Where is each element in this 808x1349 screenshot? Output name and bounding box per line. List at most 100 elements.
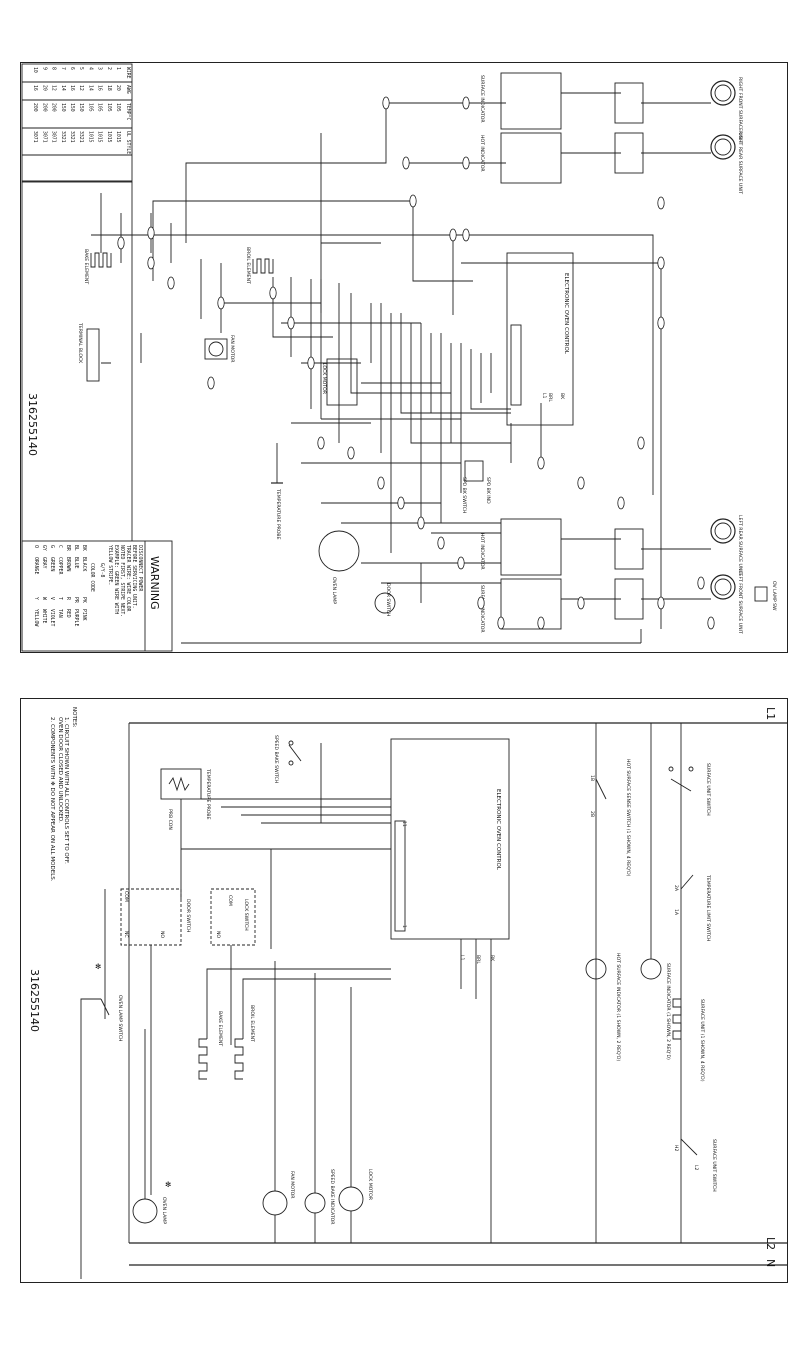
warning-line: TRACER WIRE: WIRE COLOR <box>125 545 131 612</box>
wire-table-cell: 3321 <box>60 131 66 143</box>
color-code-cell: GY <box>41 545 47 551</box>
wire-connector <box>347 446 355 460</box>
svg-text:SPD BK IND: SPD BK IND <box>485 477 491 504</box>
wire-connector <box>217 296 225 310</box>
color-code-cell: BLUE <box>73 557 79 569</box>
door-switch: DOOR SWITCH <box>374 583 396 616</box>
color-code-cell: VIOLET <box>49 609 55 626</box>
surface-switch-box-rr <box>500 132 562 184</box>
wire-connector <box>477 596 485 610</box>
svg-text:LEFT REAR SURFACE UNIT: LEFT REAR SURFACE UNIT <box>737 515 743 575</box>
svg-text:OV LAMP SW: OV LAMP SW <box>771 581 777 611</box>
svg-text:SURFACE UNIT (1 SHOWN, 4 REQ'D: SURFACE UNIT (1 SHOWN, 4 REQ'D) <box>699 999 705 1082</box>
wire-connector <box>207 376 215 390</box>
wire-table-cell: 150 <box>69 103 75 112</box>
left-rear-surface-unit: LEFT REAR SURFACE UNIT <box>710 515 743 575</box>
svg-text:1A: 1A <box>673 909 679 916</box>
part-number-bottom: 316255140 <box>28 969 41 1032</box>
schematic-sheet: L1 L2 N NOTES: 1. CIRCUIT SHOWN WITH ALL… <box>20 698 788 1283</box>
part-number: 316255140 <box>26 393 39 456</box>
svg-text:SURFACE UNIT SWITCH: SURFACE UNIT SWITCH <box>705 763 711 816</box>
wire-connector <box>147 226 155 240</box>
svg-text:LOCK MOTOR: LOCK MOTOR <box>367 1169 373 1201</box>
svg-text:SPEED BAKE SWITCH: SPEED BAKE SWITCH <box>273 735 279 783</box>
svg-text:BRL: BRL <box>547 393 553 402</box>
wire-connector <box>657 256 665 270</box>
warning-line: NOTED FIRST, STRIPE NEXT. <box>119 545 125 617</box>
notes-title: NOTES: <box>71 707 77 728</box>
l2-label: L2 <box>764 1237 777 1250</box>
wire-table-cell: 10 <box>32 67 38 73</box>
svg-text:ELECTRONIC OVEN CONTROL: ELECTRONIC OVEN CONTROL <box>563 273 569 355</box>
wire-connector <box>697 576 705 590</box>
wire-table-cell: 3071 <box>51 131 57 143</box>
svg-text:L1: L1 <box>541 393 547 399</box>
broil-element: BROIL ELEMENT <box>245 247 274 284</box>
svg-text:TERMINAL BLOCK: TERMINAL BLOCK <box>77 322 83 364</box>
color-code-cell: GREEN <box>49 557 55 572</box>
svg-text:HOT SURFACE SENSE SWITCH (1 SH: HOT SURFACE SENSE SWITCH (1 SHOWN, 4 REQ… <box>625 759 631 877</box>
svg-text:OVEN LAMP SWITCH: OVEN LAMP SWITCH <box>117 995 123 1042</box>
lock-switch-bottom: LOCK SWITCH COM NO <box>210 888 256 946</box>
svg-text:11: 11 <box>401 821 407 827</box>
wire-connector <box>462 96 470 110</box>
wire-table-cell: 14 <box>87 85 93 91</box>
wire-connector <box>617 496 625 510</box>
color-code-cell: T <box>57 597 63 600</box>
svg-text:2A: 2A <box>673 885 679 892</box>
wire-connector <box>167 276 175 290</box>
color-code-cell: BK <box>81 545 87 551</box>
wire-connector <box>497 616 505 630</box>
l1-label: L1 <box>764 707 777 720</box>
svg-text:SPD BK SWITCH: SPD BK SWITCH <box>461 477 467 513</box>
color-code-cell: O <box>33 545 39 548</box>
wire-table-cell: 105 <box>87 103 93 112</box>
svg-text:TEMPERATURE PROBE: TEMPERATURE PROBE <box>205 768 211 820</box>
color-code-cell: W <box>41 597 47 600</box>
speed-bake-switch: SPEED BAKE SWITCH <box>273 735 302 783</box>
wire-connector <box>537 616 545 630</box>
svg-text:TEMPERATURE LIMIT SWITCH: TEMPERATURE LIMIT SWITCH <box>705 874 711 941</box>
svg-text:PRB CON: PRB CON <box>167 809 173 830</box>
svg-text:BROIL ELEMENT: BROIL ELEMENT <box>249 1005 255 1042</box>
terminal-block: TERMINAL BLOCK <box>77 322 100 382</box>
color-code-cell: PURPLE <box>73 609 79 626</box>
wire-connector <box>657 316 665 330</box>
bake-element: BAKE ELEMENT <box>83 249 112 284</box>
surface-switch-box-lf <box>500 578 562 630</box>
svg-text:LOCK SWITCH: LOCK SWITCH <box>243 899 249 931</box>
wire-connector <box>462 228 470 242</box>
wire-table-cell: 2 <box>106 67 112 70</box>
connectors <box>117 96 715 630</box>
wire-connector <box>382 96 390 110</box>
svg-text:OVEN DOOR CLOSED AND UNLOCKED.: OVEN DOOR CLOSED AND UNLOCKED. <box>57 717 63 823</box>
wire-connector <box>117 236 125 250</box>
wire-table-cell: 1015 <box>115 131 121 143</box>
svg-text:2. COMPONENTS WITH ✻ DO NOT A: 2. COMPONENTS WITH ✻ DO NOT APPEAR ON AL… <box>49 717 56 882</box>
warning-line: YELLOW STRIPE. <box>107 545 113 585</box>
wire-table-cell: 200 <box>41 103 47 112</box>
wire-table-cell: 105 <box>97 103 103 112</box>
svg-text:TEMPERATURE PROBE: TEMPERATURE PROBE <box>275 488 281 540</box>
color-code-cell: GRAY <box>41 557 47 569</box>
wire-table-header: TEMP°C <box>125 103 131 120</box>
wire-connector <box>417 516 425 530</box>
color-code-cell: WHITE <box>41 609 47 624</box>
wire-table-cell: 3321 <box>69 131 75 143</box>
wire-connector <box>537 456 545 470</box>
svg-text:✻: ✻ <box>95 962 101 971</box>
color-code-cell: COPPER <box>57 557 63 574</box>
svg-text:DOOR SWITCH: DOOR SWITCH <box>185 899 191 932</box>
color-code-cell: TAN <box>57 609 63 618</box>
wire-table-cell: 150 <box>60 103 66 112</box>
wire-table-cell: 18 <box>106 85 112 91</box>
svg-text:NO: NO <box>215 931 221 938</box>
svg-text:HOT INDICATOR: HOT INDICATOR <box>479 533 485 570</box>
right-rear-surface-unit: RIGHT REAR SURFACE UNIT <box>710 131 743 194</box>
wire-table-cell: 9 <box>41 67 47 70</box>
svg-text:LOCK MOTOR: LOCK MOTOR <box>321 363 327 395</box>
wire-table-cell: 3 <box>97 67 103 70</box>
wire-connector <box>402 156 410 170</box>
